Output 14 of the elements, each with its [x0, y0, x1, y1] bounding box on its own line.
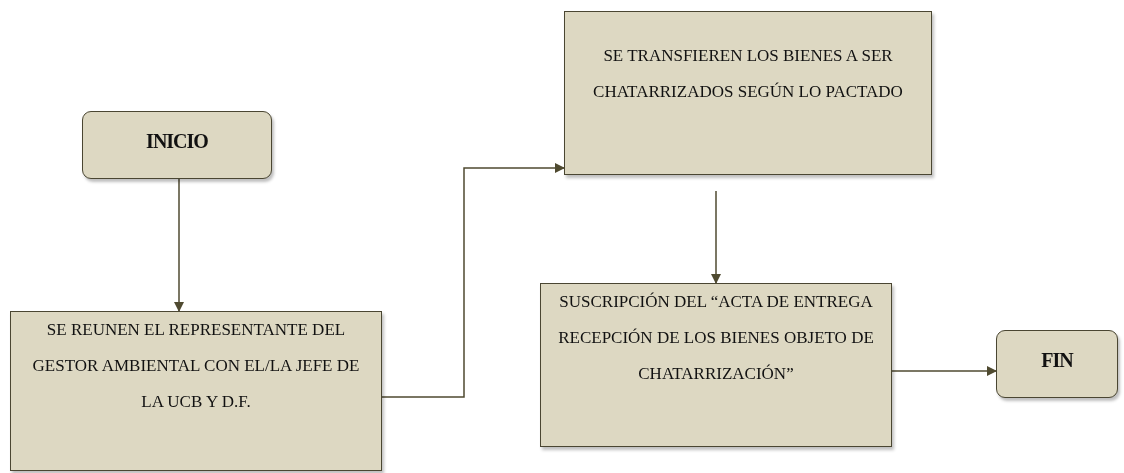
arrow: [891, 366, 997, 376]
node-text: SE REUNEN EL REPRESENTANTE DEL GESTOR AMBIENTAL CON EL/LA JEFE DE LA UCB Y D.F.: [31, 319, 361, 413]
process-box: [564, 11, 932, 175]
arrow: [381, 163, 565, 398]
node-text: INICIO: [146, 129, 208, 153]
process-box: [10, 311, 382, 471]
node-text: FIN: [1041, 348, 1073, 372]
process-box: [540, 283, 892, 447]
arrow: [711, 190, 721, 284]
terminal-box: [996, 330, 1118, 398]
arrow: [174, 178, 184, 312]
terminal-box: [82, 111, 272, 179]
node-text: SUSCRIPCIÓN DEL “ACTA DE ENTREGA RECEPCIÓN DE LOS BIENES OBJETO DE CHATARRIZACIÓN”: [557, 291, 875, 385]
node-text: SE TRANSFIEREN LOS BIENES A SER CHATARRIZADOS SEGÚN LO PACTADO: [592, 45, 904, 103]
